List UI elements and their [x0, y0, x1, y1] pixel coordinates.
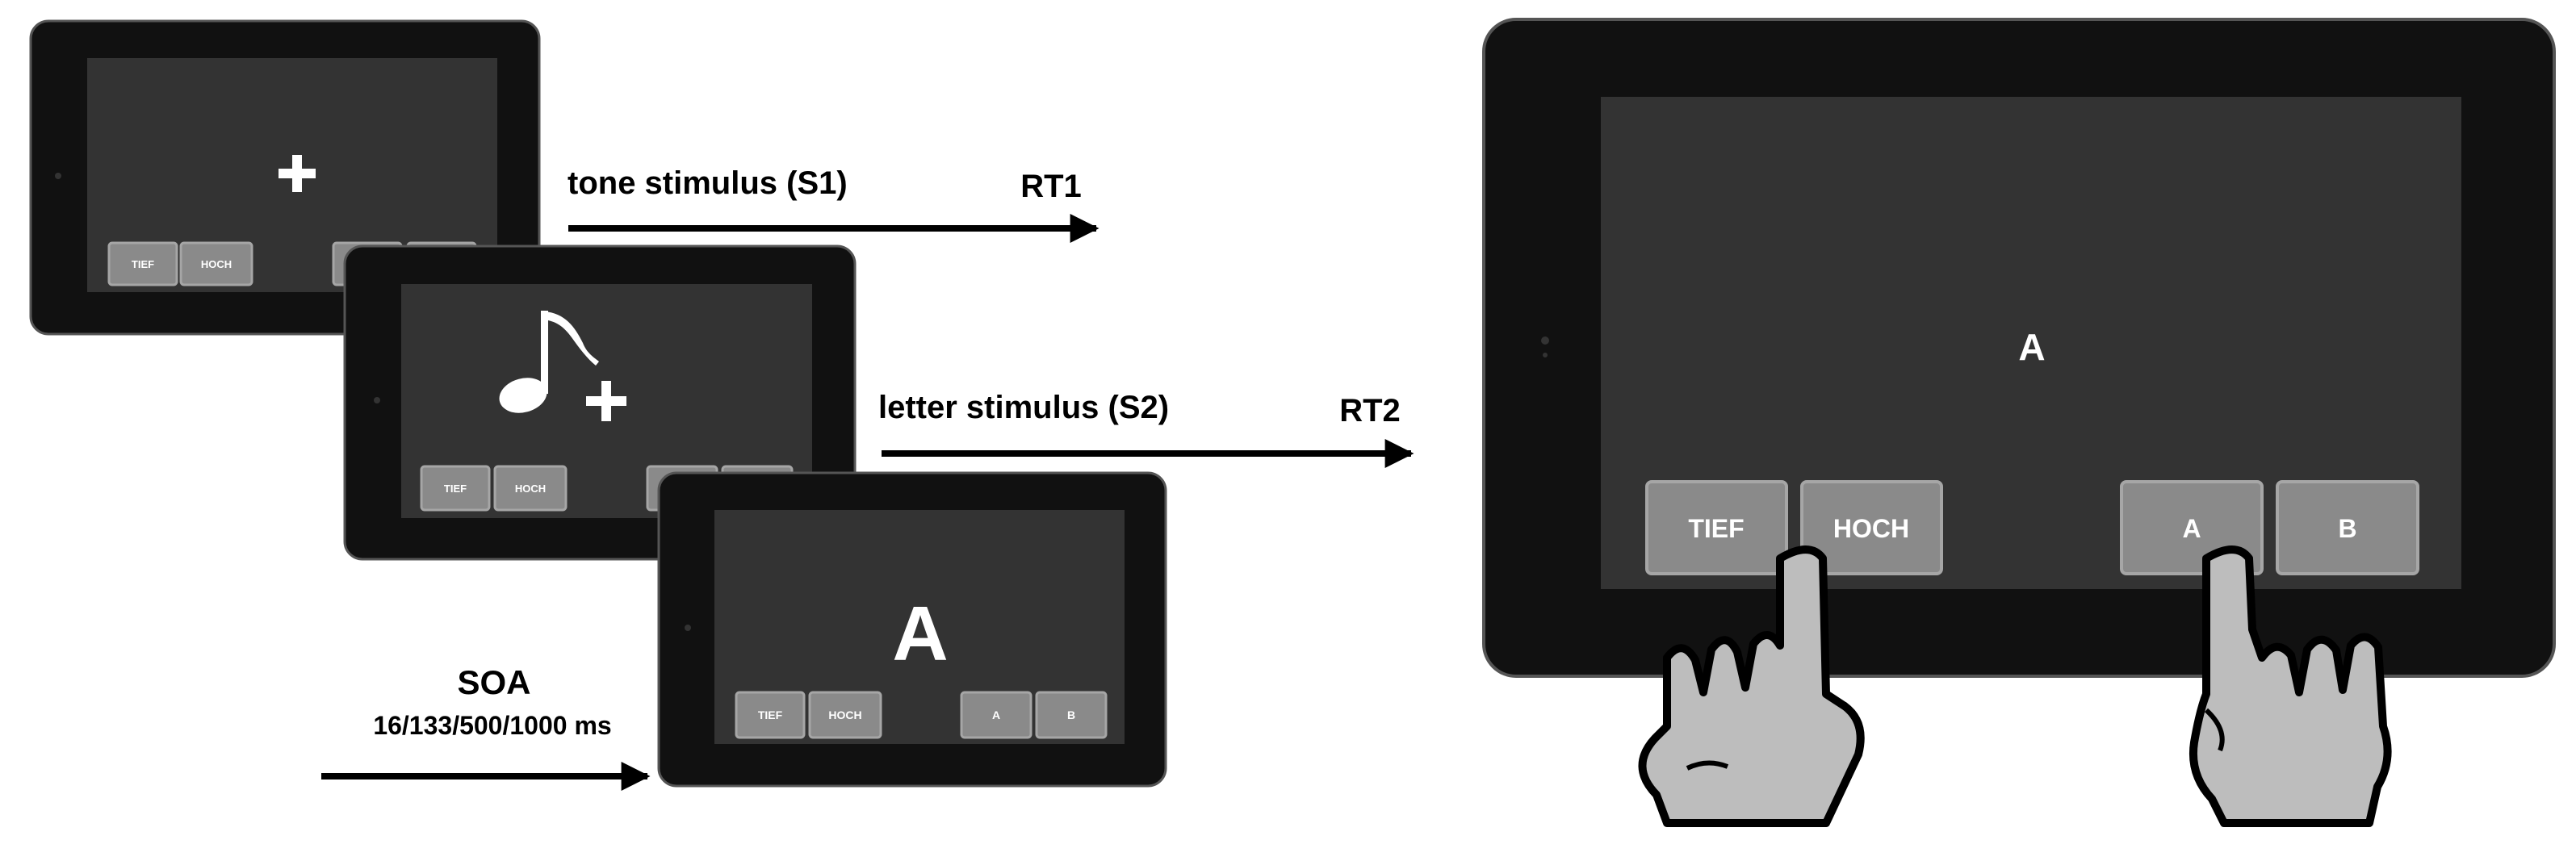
fixation-cross-icon	[586, 381, 626, 421]
hoch-button-label: HOCH	[828, 708, 861, 721]
b-button-label: B	[1067, 708, 1075, 721]
tone-arrow-group: tone stimulus (S1) RT1	[568, 165, 1100, 243]
hoch-button-label: HOCH	[1833, 514, 1909, 543]
tief-button-label: TIEF	[444, 483, 467, 495]
large-tablet-buttons: TIEF HOCH A B	[1645, 480, 2419, 575]
hoch-button[interactable]: HOCH	[1800, 480, 1943, 575]
letter-stimulus-label: letter stimulus (S2)	[878, 390, 1169, 425]
music-note-icon	[499, 311, 599, 413]
tone-stimulus-label: tone stimulus (S1)	[568, 165, 848, 201]
fixation-cross-icon	[279, 155, 316, 192]
rt2-label: RT2	[1339, 393, 1401, 428]
a-button-label: A	[2182, 514, 2201, 543]
soa-arrow-group: SOA 16/133/500/1000 ms	[321, 663, 651, 791]
left-hand-pointer-icon	[1638, 545, 1865, 827]
hoch-button-label: HOCH	[515, 483, 546, 495]
b-button-label: B	[2338, 514, 2356, 543]
b-button[interactable]: B	[2276, 480, 2419, 575]
tablet-response-large: A TIEF HOCH A B	[1482, 18, 2556, 678]
tief-button[interactable]: TIEF	[1645, 480, 1788, 575]
tablet-3-buttons: TIEF HOCH A B	[735, 691, 1108, 739]
hoch-button-label: HOCH	[201, 258, 232, 270]
tief-button-label: TIEF	[132, 258, 154, 270]
tief-button-label: TIEF	[758, 708, 783, 721]
soa-label: SOA	[457, 663, 530, 701]
letter-stimulus-display: A	[892, 591, 948, 677]
tablet-letter: A TIEF HOCH A B	[657, 471, 1167, 788]
letter-arrow-group: letter stimulus (S2) RT2	[878, 390, 1414, 468]
a-button-label: A	[992, 708, 1000, 721]
large-letter-display: A	[2018, 326, 2045, 368]
soa-values-label: 16/133/500/1000 ms	[373, 711, 611, 740]
right-hand-pointer-icon	[2189, 545, 2392, 827]
rt1-label: RT1	[1020, 169, 1082, 204]
tief-button-label: TIEF	[1688, 514, 1744, 543]
